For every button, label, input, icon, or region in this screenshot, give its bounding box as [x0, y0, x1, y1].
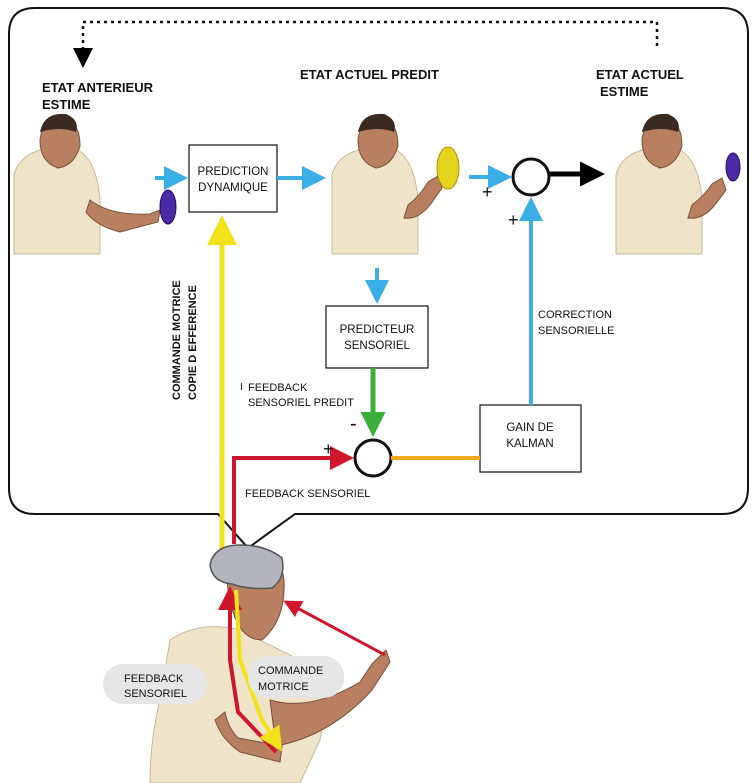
plus-sign-bottom: +	[508, 210, 519, 230]
brain-icon	[209, 544, 284, 590]
arrow-motor-command-down	[234, 589, 283, 752]
feedback-sensoriel-label: FEEDBACK SENSORIEL	[245, 488, 370, 500]
bottom-feedback-line2: SENSORIEL	[124, 688, 187, 700]
predicteur-label-line1: PREDICTEUR	[340, 324, 415, 336]
bottom-feedback-line1: FEEDBACK	[124, 673, 184, 685]
plus-sign-feedback: +	[323, 439, 334, 459]
predicteur-box	[325, 305, 429, 369]
arrow-sensory-feedback	[232, 446, 354, 544]
arrow-hand-to-brain	[283, 600, 386, 657]
figure-predicted-state	[331, 113, 460, 255]
title-current-line2: ESTIME	[600, 84, 649, 99]
bottom-command-line2: MOTRICE	[258, 681, 309, 693]
title-predicted: ETAT ACTUEL PREDIT	[300, 67, 439, 82]
figure-current-state	[615, 113, 741, 255]
correction-line1: CORRECTION	[538, 309, 612, 321]
arrow-body-feedback	[218, 586, 278, 754]
motor-label-line2: COPIE D EFFERENCE	[187, 285, 199, 400]
gain-label-line2: KALMAN	[506, 438, 553, 450]
feedback-predicted-line2: SENSORIEL PREDIT	[248, 397, 354, 409]
motor-label-line1: COMMANDE MOTRICE	[171, 280, 183, 400]
prediction-label-line2: DYNAMIQUE	[198, 182, 268, 194]
cursor-mark: I	[240, 382, 243, 393]
gain-label-line1: GAIN DE	[506, 422, 554, 434]
prediction-box	[188, 144, 278, 213]
title-prev-line1: ETAT ANTERIEUR	[42, 80, 154, 95]
gain-box	[479, 404, 582, 473]
motor-command-label: COMMANDE MOTRICE COPIE D EFFERENCE	[171, 280, 199, 400]
plus-sign-left: +	[482, 182, 493, 202]
figure-previous-state	[13, 113, 177, 255]
bubble-command	[248, 656, 344, 698]
title-prev-line2: ESTIME	[42, 97, 91, 112]
sum-circle-top	[511, 157, 551, 197]
minus-sign: -	[350, 413, 357, 435]
sum-circle-bottom	[353, 438, 393, 478]
correction-line2: SENSORIELLE	[538, 325, 614, 337]
dotted-loop-arrow	[73, 20, 659, 68]
prediction-label-line1: PREDICTION	[198, 166, 269, 178]
bubble-feedback	[103, 664, 207, 704]
feedback-predicted-line1: FEEDBACK	[248, 382, 308, 394]
predicteur-label-line2: SENSORIEL	[344, 340, 410, 352]
bottom-command-line1: COMMANDE	[258, 665, 323, 677]
title-current-line1: ETAT ACTUEL	[596, 67, 684, 82]
